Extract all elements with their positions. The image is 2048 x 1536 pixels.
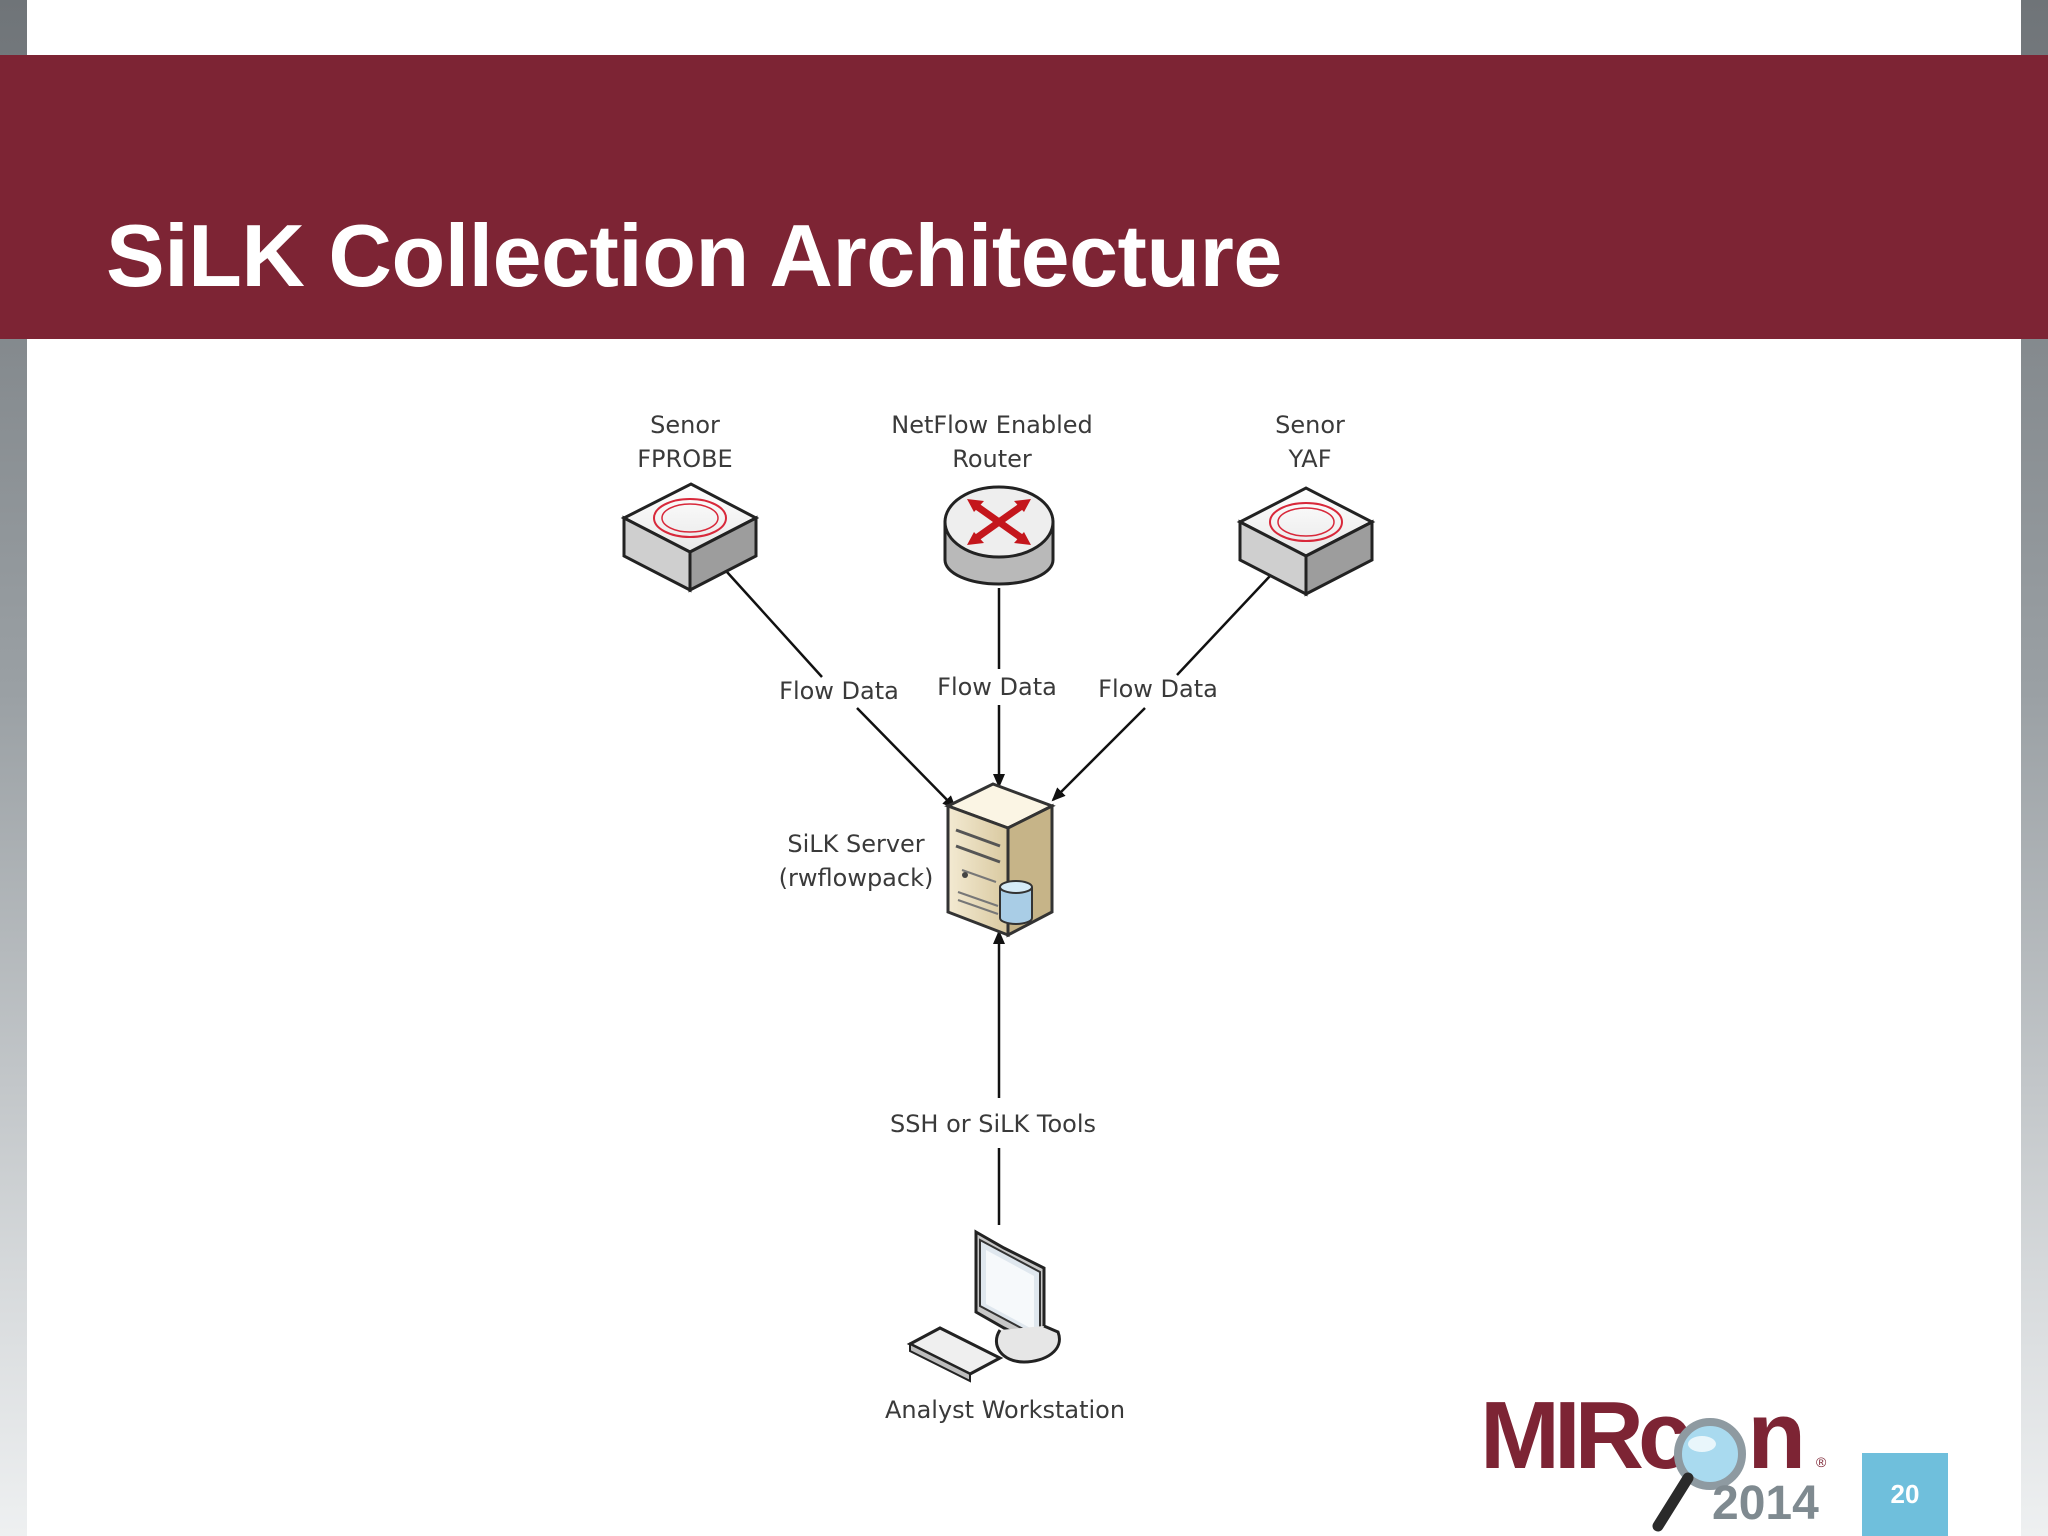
top-strip bbox=[27, 0, 2021, 55]
edge-yaf-to-server bbox=[1051, 575, 1271, 802]
sensor-fprobe-label-2: FPROBE bbox=[637, 445, 732, 473]
title-band bbox=[0, 55, 2048, 339]
edge-label-yaf: Flow Data bbox=[1098, 675, 1218, 703]
workstation-label: Analyst Workstation bbox=[885, 1396, 1125, 1424]
logo-year: 2014 bbox=[1712, 1477, 1819, 1530]
edge-label-router: Flow Data bbox=[937, 673, 1057, 701]
edge-label-fprobe: Flow Data bbox=[779, 677, 899, 705]
logo-on-text: n bbox=[1747, 1382, 1806, 1489]
slide-title: SiLK Collection Architecture bbox=[106, 206, 1282, 305]
magnifier-icon bbox=[1652, 1418, 1746, 1532]
silk-server-icon bbox=[944, 782, 1056, 938]
router-icon bbox=[943, 485, 1055, 586]
sensor-yaf-icon bbox=[1236, 486, 1376, 597]
sensor-fprobe-label-1: Senor bbox=[650, 411, 720, 439]
page-number-badge: 20 bbox=[1862, 1453, 1948, 1536]
silk-server-label-2: (rwflowpack) bbox=[779, 864, 934, 892]
router-label-2: Router bbox=[952, 445, 1032, 473]
edge-fprobe-to-server bbox=[726, 571, 957, 810]
logo-mir-text: MIRc bbox=[1480, 1382, 1691, 1489]
sensor-yaf-label-1: Senor bbox=[1275, 411, 1345, 439]
router-label-1: NetFlow Enabled bbox=[891, 411, 1093, 439]
sensor-fprobe-icon bbox=[620, 482, 760, 593]
edge-label-workstation: SSH or SiLK Tools bbox=[890, 1110, 1096, 1138]
silk-server-label-1: SiLK Server bbox=[787, 830, 924, 858]
registered-mark: ® bbox=[1816, 1454, 1827, 1470]
analyst-workstation-icon bbox=[906, 1229, 1061, 1383]
sensor-yaf-label-2: YAF bbox=[1287, 445, 1331, 473]
